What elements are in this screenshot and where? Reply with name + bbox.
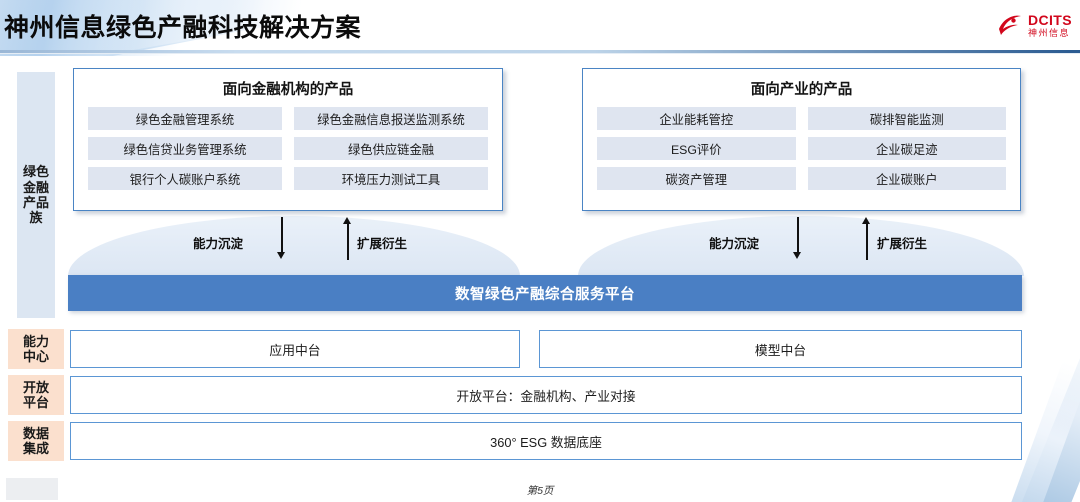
row-box-label: 360° ESG 数据底座	[490, 434, 602, 450]
sidebar-label-text: 开放 平台	[22, 379, 49, 410]
sidebar-label-text: 数据 集成	[22, 425, 49, 456]
page-number: 第5页	[526, 485, 554, 497]
product-cell[interactable]: 碳排智能监测	[807, 107, 1006, 130]
dcits-swirl-icon	[997, 12, 1023, 38]
row-box-model-middle-platform[interactable]: 模型中台	[539, 330, 1022, 368]
product-cell[interactable]: 绿色金融信息报送监测系统	[294, 107, 488, 130]
row-box-esg-data-foundation[interactable]: 360° ESG 数据底座	[70, 422, 1022, 460]
product-cell[interactable]: ESG评价	[597, 137, 796, 160]
bottom-left-decoration	[6, 478, 58, 500]
row-box-application-middle-platform[interactable]: 应用中台	[70, 330, 520, 368]
sidebar-label-text: 能力 中心	[22, 333, 49, 364]
bottom-right-band-1	[1016, 322, 1080, 502]
header-divider-shadow	[0, 53, 1080, 54]
product-cell[interactable]: 绿色供应链金融	[294, 137, 488, 160]
product-cell[interactable]: 绿色信贷业务管理系统	[88, 137, 282, 160]
left-down-arrow-shaft	[281, 217, 283, 253]
sidebar-item-open-platform[interactable]: 开放 平台	[8, 375, 64, 415]
row-box-label: 模型中台	[754, 342, 807, 358]
row-box-label: 应用中台	[269, 342, 321, 358]
sidebar-label-text: 绿色 金融 产品 族	[22, 164, 49, 226]
product-cell[interactable]: 企业碳账户	[807, 167, 1006, 190]
left-flow-group: 能力沉淀 扩展衍生	[0, 0, 540, 280]
logo-text: DCITS 神州信息	[1028, 13, 1072, 38]
logo-text-en: DCITS	[1028, 11, 1072, 28]
right-up-arrow-label: 扩展衍生	[877, 237, 928, 251]
row-box-label: 开放平台：金融机构、产业对接	[456, 388, 636, 404]
right-up-arrow-shaft	[866, 224, 868, 260]
platform-bar-label: 数智绿色产融综合服务平台	[455, 286, 635, 303]
panel-title: 面向产业的产品	[750, 82, 853, 98]
logo-text-cn: 神州信息	[1028, 27, 1071, 38]
header-divider	[0, 50, 1080, 53]
right-flow-group: 能力沉淀 扩展衍生	[709, 217, 928, 260]
left-up-arrow-shaft	[347, 224, 349, 260]
sidebar-item-green-finance-product-family[interactable]: 绿色 金融 产品 族	[17, 72, 55, 318]
slide-header: 神州信息绿色产融科技解决方案 DCITS 神州信息	[0, 0, 1080, 56]
company-logo: DCITS 神州信息	[997, 8, 1072, 42]
product-cell[interactable]: 企业能耗管控	[597, 107, 796, 130]
panel-item-grid: 企业能耗管控 碳排智能监测 ESG评价 企业碳足迹 碳资产管理 企业碳账户	[583, 99, 1020, 200]
sidebar-item-capability-center[interactable]: 能力 中心	[8, 329, 64, 369]
product-cell[interactable]: 企业碳足迹	[807, 137, 1006, 160]
product-cell[interactable]: 碳资产管理	[597, 167, 796, 190]
panel-title: 面向金融机构的产品	[222, 82, 354, 98]
product-cell[interactable]: 环境压力测试工具	[294, 167, 488, 190]
right-up-arrow-head	[862, 217, 870, 224]
right-down-arrow-head	[793, 252, 801, 259]
right-down-arrow-label: 能力沉淀	[709, 237, 760, 251]
page-title: 神州信息绿色产融科技解决方案	[4, 14, 362, 42]
panel-item-grid: 绿色金融管理系统 绿色金融信息报送监测系统 绿色信贷业务管理系统 绿色供应链金融…	[74, 99, 502, 200]
left-up-arrow-label: 扩展衍生	[357, 237, 408, 251]
left-down-arrow-label: 能力沉淀	[193, 237, 244, 251]
product-cell[interactable]: 银行个人碳账户系统	[88, 167, 282, 190]
panel-industry-products: 面向产业的产品 企业能耗管控 碳排智能监测 ESG评价 企业碳足迹 碳资产管理 …	[582, 68, 1021, 211]
left-up-arrow-head	[343, 217, 351, 224]
left-down-arrow-head	[277, 252, 285, 259]
row-box-open-platform[interactable]: 开放平台：金融机构、产业对接	[70, 376, 1022, 414]
sidebar-item-data-integration[interactable]: 数据 集成	[8, 421, 64, 461]
platform-bar[interactable]: 数智绿色产融综合服务平台	[68, 275, 1022, 311]
product-cell[interactable]: 绿色金融管理系统	[88, 107, 282, 130]
right-down-arrow-shaft	[797, 217, 799, 253]
panel-financial-institution-products: 面向金融机构的产品 绿色金融管理系统 绿色金融信息报送监测系统 绿色信贷业务管理…	[73, 68, 503, 211]
